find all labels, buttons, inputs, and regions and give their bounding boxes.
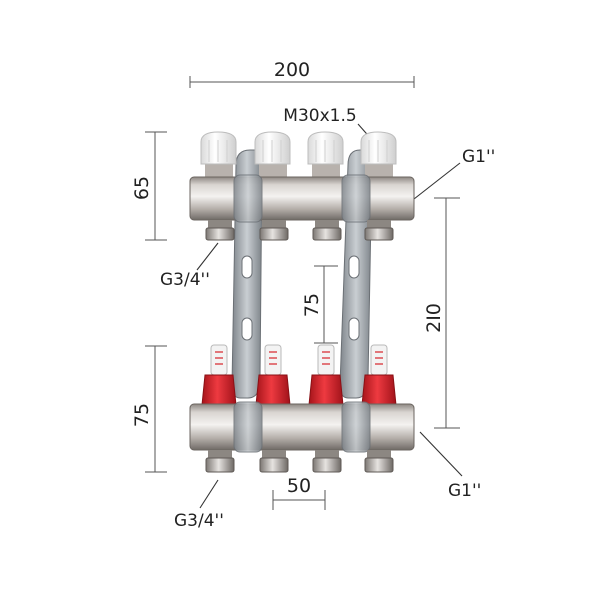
inlet-thread-callout-top: G1''	[413, 147, 495, 200]
outlet-thread-callout-bottom: G3/4''	[174, 479, 224, 531]
valve-cap-4	[360, 131, 397, 178]
dimension-spacing-50: 50	[272, 475, 326, 510]
dimension-75-middle-label: 75	[301, 293, 323, 317]
dimension-spacing-75: 75	[301, 265, 338, 344]
outlet-thread-label-bottom: G3/4''	[174, 511, 224, 531]
supply-outlet-2	[259, 220, 289, 241]
outlet-thread-callout-top: G3/4''	[160, 242, 219, 290]
return-outlet-3	[312, 450, 342, 473]
return-outlet-4	[364, 450, 394, 473]
valve-cap-3	[307, 131, 344, 178]
flowmeter-1	[201, 344, 237, 406]
inlet-thread-label-bottom: G1''	[448, 481, 481, 501]
supply-outlet-3	[312, 220, 342, 241]
dimension-75-bottom-label: 75	[131, 403, 153, 427]
dimension-65-label: 65	[131, 176, 153, 200]
valve-cap-1	[200, 131, 237, 178]
outlet-thread-label-top: G3/4''	[160, 270, 210, 290]
inlet-thread-label-top: G1''	[462, 147, 495, 167]
flowmeter-4	[361, 344, 397, 406]
dimension-50-label: 50	[287, 475, 311, 497]
flowmeter-2	[255, 344, 291, 406]
return-outlet-2	[259, 450, 289, 473]
dimension-width-label: 200	[274, 59, 310, 81]
dimension-210-label: 2I0	[423, 303, 445, 333]
dimension-height-65: 65	[131, 131, 167, 241]
return-manifold-bar	[189, 403, 415, 451]
manifold-illustration	[189, 131, 415, 473]
dimension-width-200: 200	[189, 59, 415, 88]
supply-outlet-4	[364, 220, 394, 241]
return-outlet-1	[205, 450, 235, 473]
dimension-height-210: 2I0	[423, 197, 460, 429]
supply-manifold-bar	[189, 176, 415, 221]
thread-label: M30x1.5	[283, 106, 356, 126]
valve-cap-2	[254, 131, 291, 178]
inlet-thread-callout-bottom: G1''	[419, 431, 481, 501]
flowmeter-3	[308, 344, 344, 406]
supply-outlet-1	[205, 220, 235, 241]
dimension-height-75-bottom: 75	[131, 345, 167, 473]
